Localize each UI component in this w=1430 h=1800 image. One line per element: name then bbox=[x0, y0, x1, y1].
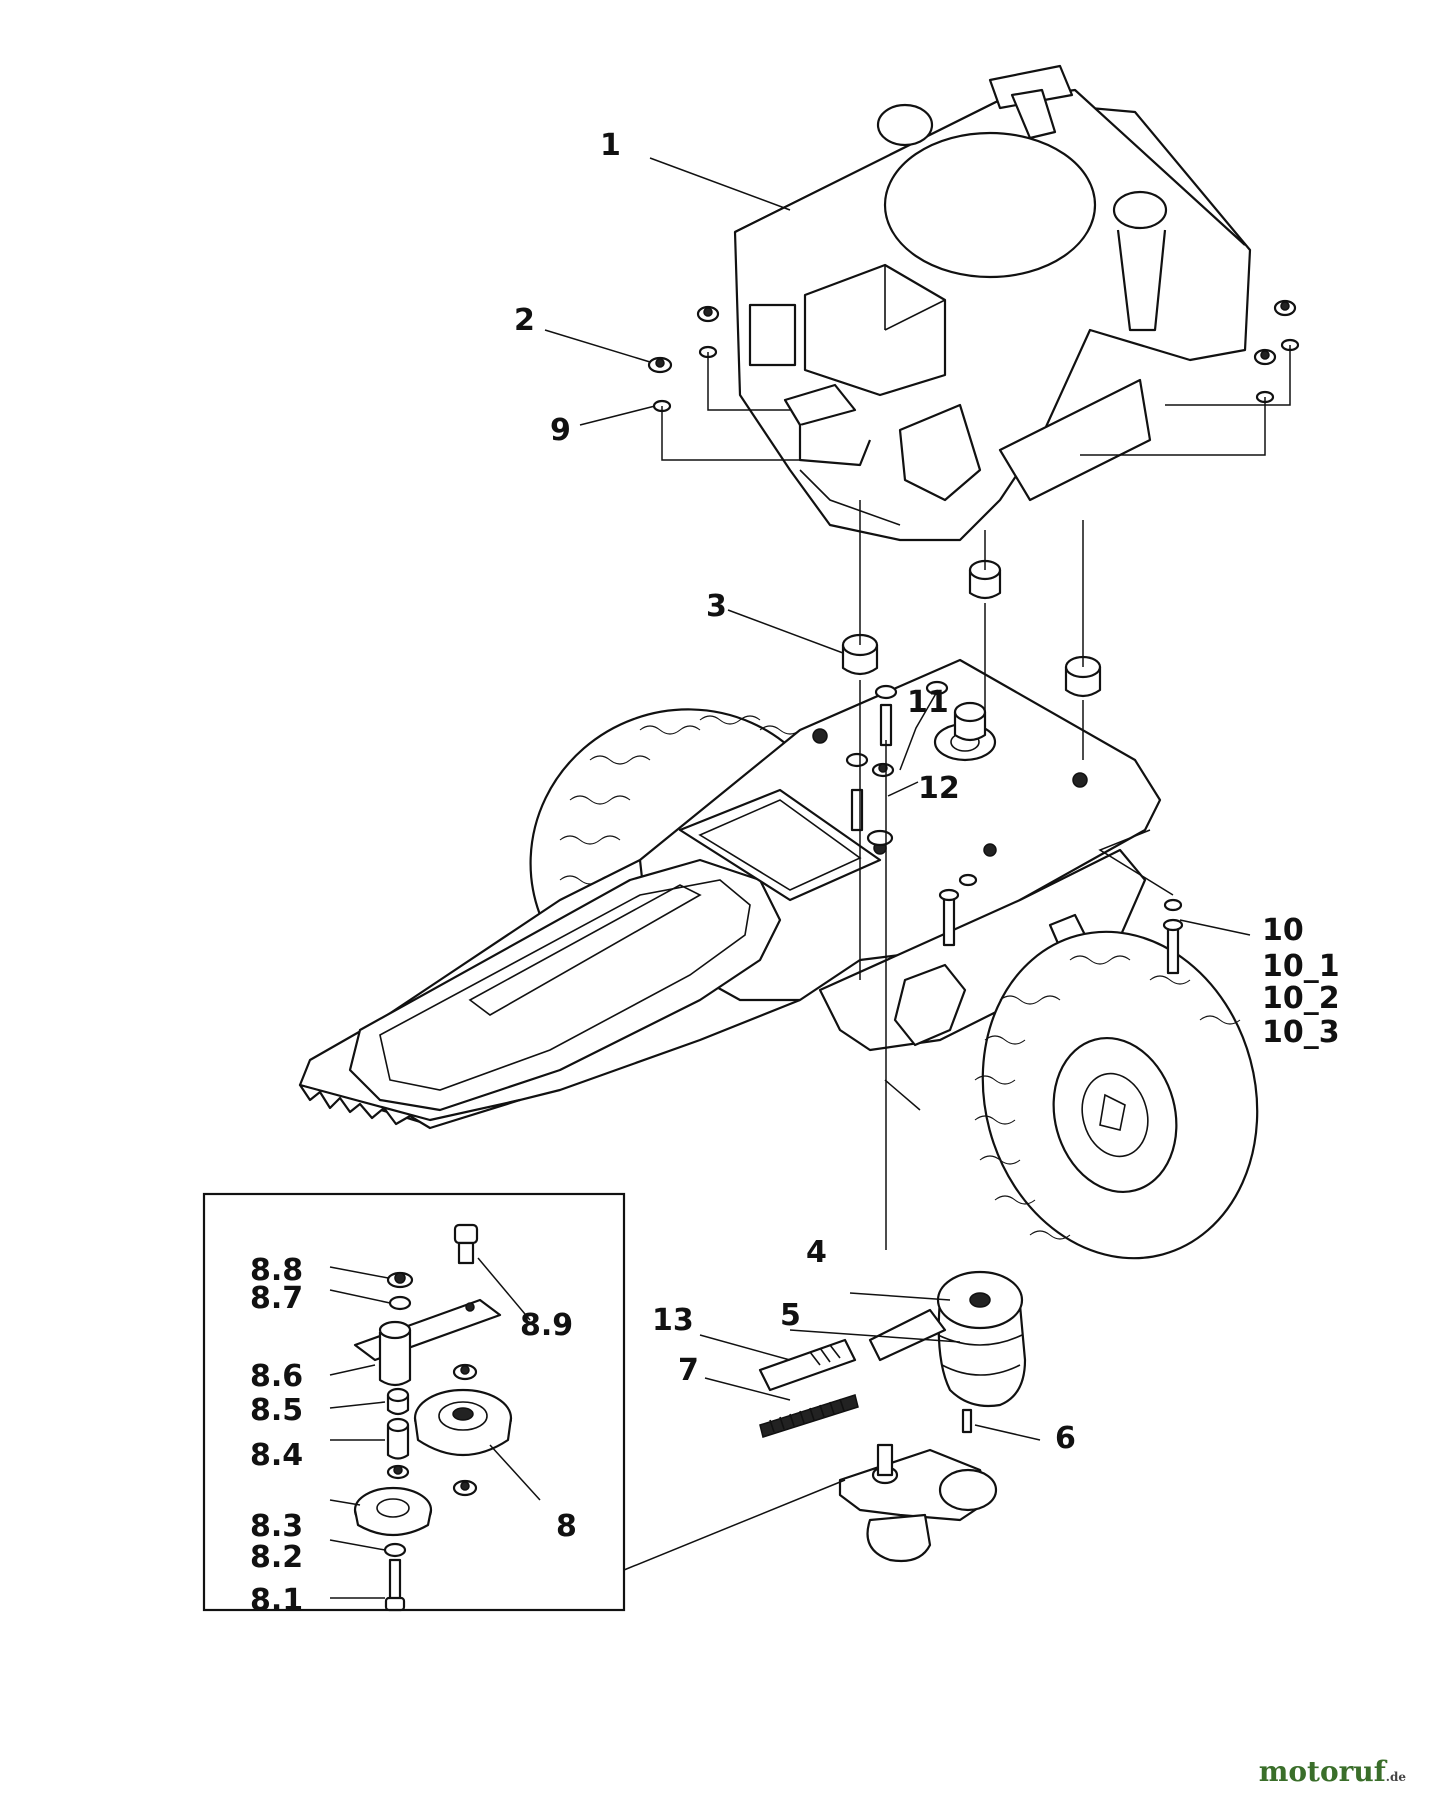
watermark-suffix: .de bbox=[1385, 1770, 1406, 1784]
label-part-8-7: 8.7 bbox=[250, 1281, 303, 1316]
label-part-1: 1 bbox=[600, 128, 621, 163]
label-part-9: 9 bbox=[550, 413, 571, 448]
label-part-5: 5 bbox=[780, 1298, 801, 1333]
label-part-8-1: 8.1 bbox=[250, 1583, 303, 1618]
label-part-8-4: 8.4 bbox=[250, 1438, 303, 1473]
label-part-10-2: 10_2 bbox=[1262, 981, 1340, 1016]
detail-box-idler-pulley bbox=[202, 1192, 846, 1612]
engine-assembly bbox=[733, 64, 1252, 542]
label-part-10: 10 bbox=[1262, 913, 1304, 948]
watermark-logo: motoruf.de bbox=[1259, 1755, 1406, 1788]
label-part-3: 3 bbox=[706, 589, 727, 624]
assembly-guide-lines bbox=[661, 345, 1291, 1250]
watermark-text: motoruf bbox=[1258, 1755, 1386, 1788]
label-part-10-3: 10_3 bbox=[1262, 1015, 1340, 1050]
label-part-12: 12 bbox=[918, 771, 960, 806]
label-part-7: 7 bbox=[678, 1353, 699, 1388]
label-part-8-5: 8.5 bbox=[250, 1393, 303, 1428]
label-part-4: 4 bbox=[806, 1235, 827, 1270]
label-part-8-9: 8.9 bbox=[520, 1308, 573, 1343]
label-part-8: 8 bbox=[556, 1509, 577, 1544]
part-labels: 1 2 9 3 11 12 10 10_1 10_2 10_3 4 13 5 7… bbox=[250, 128, 1340, 1618]
tensioner-pulley-assembly bbox=[758, 1270, 1027, 1563]
label-part-10-1: 10_1 bbox=[1262, 949, 1340, 984]
label-part-8-2: 8.2 bbox=[250, 1540, 303, 1575]
label-part-13: 13 bbox=[652, 1303, 694, 1338]
leader-lines bbox=[329, 157, 1251, 1599]
label-part-6: 6 bbox=[1055, 1421, 1076, 1456]
label-part-2: 2 bbox=[514, 303, 535, 338]
label-part-8-3: 8.3 bbox=[250, 1509, 303, 1544]
label-part-11: 11 bbox=[907, 685, 949, 720]
label-part-8-8: 8.8 bbox=[250, 1253, 303, 1288]
label-part-8-6: 8.6 bbox=[250, 1359, 303, 1394]
